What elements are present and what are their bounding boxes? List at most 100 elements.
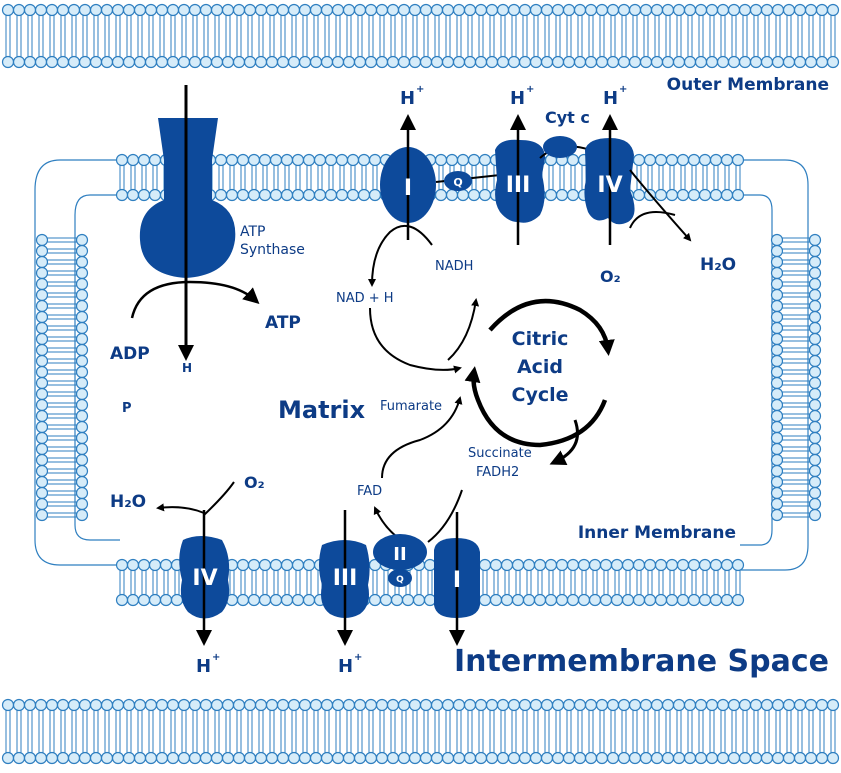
lipid-head (650, 698, 664, 712)
lipid-head (808, 365, 822, 379)
lipid-head (111, 55, 125, 69)
lipid-head (188, 3, 202, 17)
lipid-head (408, 55, 422, 69)
lipid-head (698, 153, 712, 167)
lipid-head (232, 55, 246, 69)
lipid-head (243, 3, 257, 17)
lipid-head (808, 277, 822, 291)
lipid-head (698, 593, 712, 607)
lipid-head (35, 453, 49, 467)
lipid-head (89, 55, 103, 69)
lipid-head (342, 751, 356, 765)
lipid-head (280, 558, 294, 572)
lipid-head (770, 387, 784, 401)
lipid-head (331, 751, 345, 765)
lipid-head (35, 475, 49, 489)
lipid-head (760, 751, 774, 765)
lipid-head (35, 398, 49, 412)
lipid-head (1, 3, 15, 17)
lipid-head (75, 508, 89, 522)
lipid-head (716, 3, 730, 17)
lipid-head (35, 387, 49, 401)
lipid-head (115, 188, 129, 202)
lipid-head (628, 751, 642, 765)
lipid-head (606, 698, 620, 712)
lipid-head (397, 55, 411, 69)
lipid-head (188, 698, 202, 712)
lipid-head (826, 751, 840, 765)
lipid-head (687, 188, 701, 202)
lipid-head (720, 593, 734, 607)
lipid-head (551, 3, 565, 17)
lipid-head (606, 751, 620, 765)
lipid-head (170, 593, 184, 607)
lipid-head (815, 698, 829, 712)
lipid-head (808, 431, 822, 445)
lipid-head (654, 188, 668, 202)
lipid-head (298, 3, 312, 17)
lipid-head (698, 558, 712, 572)
lipid-head (808, 409, 822, 423)
lipid-head (749, 751, 763, 765)
lipid-head (67, 55, 81, 69)
lipid-head (770, 508, 784, 522)
lipid-head (287, 55, 301, 69)
lipid-head (782, 751, 796, 765)
lipid-head (324, 153, 338, 167)
lipid-head (463, 3, 477, 17)
lipid-head (236, 188, 250, 202)
lipid-head (78, 698, 92, 712)
lipid-head (665, 188, 679, 202)
lipid-head (676, 153, 690, 167)
lipid-head (166, 55, 180, 69)
lipid-head (75, 244, 89, 258)
lipid-head (749, 3, 763, 17)
lipid-head (808, 475, 822, 489)
lipid-head (155, 751, 169, 765)
lipid-head (577, 593, 591, 607)
lipid-head (364, 698, 378, 712)
lipid-head (254, 751, 268, 765)
lipid-head (265, 3, 279, 17)
lipid-head (243, 55, 257, 69)
lipid-head (771, 55, 785, 69)
lipid-head (320, 751, 334, 765)
citric-label-1: Citric (512, 328, 569, 350)
lipid-head (771, 751, 785, 765)
lipid-head (760, 3, 774, 17)
lipid-head (738, 751, 752, 765)
lipid-head (544, 188, 558, 202)
lipid-head (496, 698, 510, 712)
lipid-head (518, 55, 532, 69)
lipid-head (452, 751, 466, 765)
fumarate-label: Fumarate (380, 399, 442, 414)
lipid-head (155, 698, 169, 712)
h-plus-top-1: H (400, 88, 415, 109)
lipid-head (683, 751, 697, 765)
lipid-head (496, 3, 510, 17)
lipid-head (485, 751, 499, 765)
lipid-head (56, 55, 70, 69)
lipid-head (302, 188, 316, 202)
lipid-head (573, 55, 587, 69)
complex-iii-top (495, 114, 545, 245)
lipid-head (247, 558, 261, 572)
lipid-head (188, 751, 202, 765)
lipid-head (672, 3, 686, 17)
lipid-head (507, 3, 521, 17)
complex-iii-bottom-label: III (333, 566, 358, 591)
lipid-head (199, 751, 213, 765)
lipid-head (485, 55, 499, 69)
lipid-head (441, 698, 455, 712)
lipid-head (419, 751, 433, 765)
lipid-head (75, 310, 89, 324)
lipid-head (610, 593, 624, 607)
lipid-head (463, 751, 477, 765)
lipid-head (485, 698, 499, 712)
lipid-head (676, 558, 690, 572)
succinate-label: Succinate (468, 446, 532, 461)
lipid-head (67, 3, 81, 17)
lipid-head (243, 751, 257, 765)
lipid-head (35, 365, 49, 379)
lipid-head (676, 188, 690, 202)
